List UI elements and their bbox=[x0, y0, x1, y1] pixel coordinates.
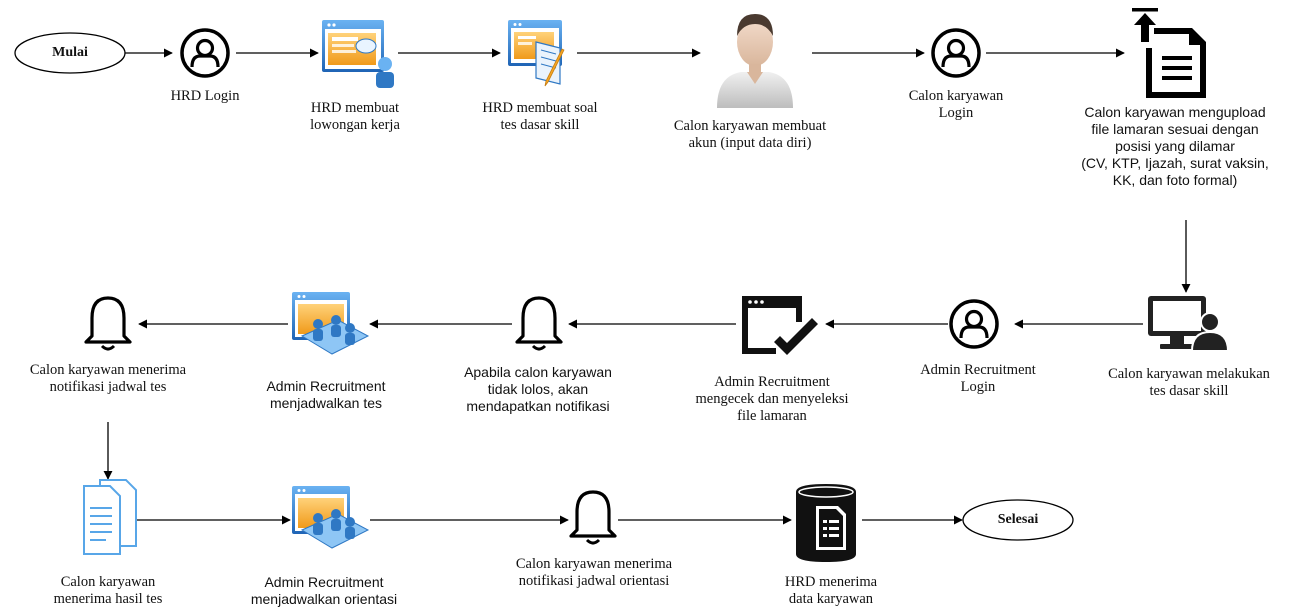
person-avatar-icon bbox=[717, 14, 793, 108]
candidate-test-result-label: Calon karyawan menerima hasil tes bbox=[53, 574, 163, 607]
user-circle-icon bbox=[949, 299, 999, 349]
hrd-receive-data-label: HRD menerima data karyawan bbox=[784, 574, 878, 607]
connectors bbox=[103, 48, 1191, 525]
candidate-create-account-label: Calon karyawan membuat akun (input data … bbox=[673, 118, 827, 151]
candidate-orientation-notice-label: Calon karyawan menerima notifikasi jadwa… bbox=[515, 556, 673, 589]
candidate-upload-label: Calon karyawan mengupload file lamaran s… bbox=[1081, 104, 1269, 188]
file-upload-icon bbox=[1132, 8, 1206, 98]
hrd-login-label: HRD Login bbox=[170, 88, 240, 104]
window-check-icon bbox=[742, 296, 818, 355]
admin-login-label: Admin Recruitment Login bbox=[920, 362, 1036, 395]
admin-screening-label: Admin Recruitment mengecek dan menyeleks… bbox=[695, 374, 849, 424]
candidate-login-label: Calon karyawan Login bbox=[908, 88, 1004, 121]
start-label: Mulai bbox=[52, 45, 88, 60]
user-circle-icon bbox=[180, 28, 230, 78]
webpage-people-icon bbox=[292, 292, 370, 355]
webpage-form-icon bbox=[322, 20, 394, 88]
candidate-skill-test-label: Calon karyawan melakukan tes dasar skill bbox=[1108, 366, 1270, 399]
bell-icon bbox=[569, 490, 617, 545]
hrd-create-vacancy-label: HRD membuat lowongan kerja bbox=[310, 100, 400, 133]
user-circle-icon bbox=[931, 28, 981, 78]
webpage-pencil-icon bbox=[508, 20, 565, 87]
start-terminal bbox=[14, 32, 126, 74]
bell-icon bbox=[84, 296, 132, 351]
candidate-test-notice-label: Calon karyawan menerima notifikasi jadwa… bbox=[29, 362, 187, 395]
hrd-create-test-label: HRD membuat soal tes dasar skill bbox=[482, 100, 598, 133]
admin-schedule-test-label: Admin Recruitment menjadwalkan tes bbox=[266, 378, 386, 411]
end-terminal bbox=[962, 499, 1074, 541]
database-document-icon bbox=[796, 484, 856, 562]
rejection-notice-label: Apabila calon karyawan tidak lolos, akan… bbox=[464, 364, 612, 414]
end-label: Selesai bbox=[997, 512, 1039, 527]
admin-schedule-orientation-label: Admin Recruitment menjadwalkan orientasi bbox=[250, 574, 398, 607]
bell-icon bbox=[515, 296, 563, 351]
webpage-people-icon bbox=[292, 486, 370, 549]
documents-icon bbox=[83, 479, 137, 555]
monitor-user-icon bbox=[1148, 296, 1230, 352]
